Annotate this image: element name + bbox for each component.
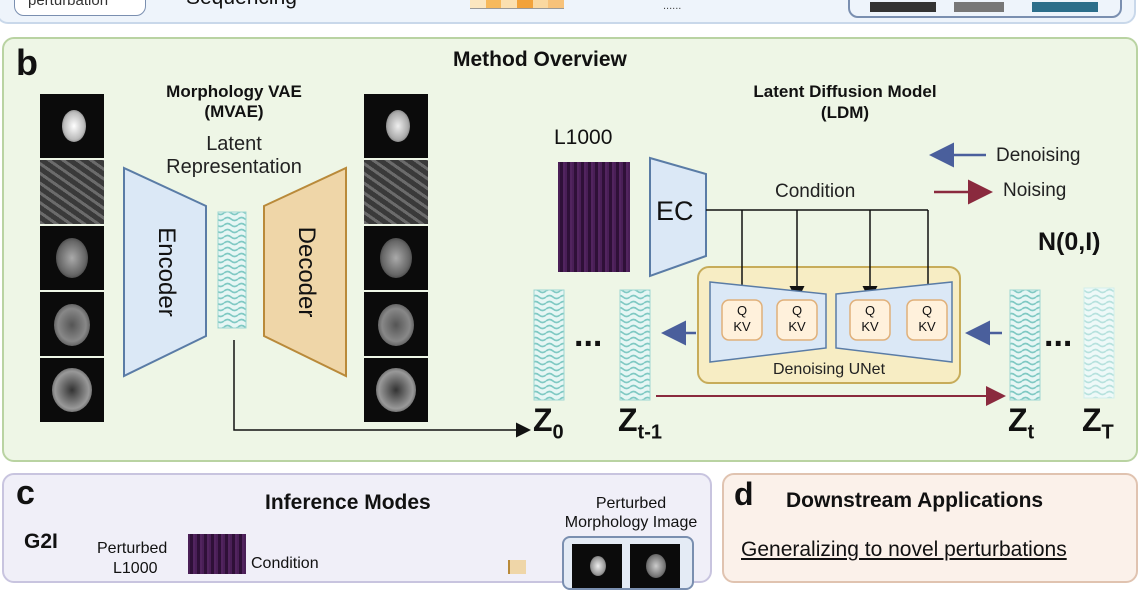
zt-label: Zt: [1008, 402, 1035, 444]
input-cell-image-1: [40, 94, 104, 158]
perturbation-pill: [14, 0, 146, 16]
decoder-shape: [263, 166, 347, 378]
noising-legend-label: Noising: [1003, 180, 1067, 201]
latent-label-2: Representation: [166, 156, 302, 178]
dots-label: ......: [663, 0, 682, 12]
attn-q-3: Q: [864, 303, 876, 318]
attention-block-1: [721, 299, 763, 341]
decoder-hint-shape: [508, 560, 526, 574]
g2i-mode-label: G2I: [24, 530, 58, 553]
ldm-subtitle: (LDM): [820, 103, 870, 122]
panel-d-title: Downstream Applications: [786, 489, 1044, 512]
perturbed-l1000-heatmap: [188, 534, 246, 574]
panel-b-title: Method Overview: [453, 48, 627, 71]
attn-kv-1: KV: [733, 319, 751, 334]
perturbed-l1000-label-1: Perturbed: [97, 540, 168, 557]
encoder-label: Encoder: [153, 227, 180, 317]
attn-kv-3: KV: [861, 319, 879, 334]
heatmap-strip: [470, 0, 565, 9]
attn-kv-4: KV: [918, 319, 936, 334]
latent-zt-column: [1009, 289, 1041, 401]
latent-z0-column: [533, 289, 565, 401]
output-cell-image-3: [364, 226, 428, 290]
l1000-label: L1000: [554, 126, 613, 149]
sequencing-label: Sequencing: [186, 0, 297, 10]
ec-label: EC: [656, 196, 694, 226]
panel-c-condition-label: Condition: [251, 555, 319, 572]
perturbed-image-frame: [562, 536, 694, 590]
mvae-subtitle: (MVAE): [204, 102, 264, 121]
zt1-label: Zt-1: [618, 402, 662, 444]
panel-d-item: Generalizing to novel perturbations: [741, 538, 1067, 561]
latent-label-1: Latent: [206, 133, 262, 155]
ellipsis-right: ...: [1044, 316, 1073, 354]
unet-label: Denoising UNet: [772, 361, 886, 378]
perturbed-l1000-label-2: L1000: [113, 560, 158, 577]
panel-d-letter: d: [734, 476, 754, 512]
output-cell-image-1: [364, 94, 428, 158]
output-cell-image-5: [364, 358, 428, 422]
input-cell-image-3: [40, 226, 104, 290]
perturbed-image-label-1: Perturbed: [595, 495, 667, 512]
input-cell-image-2: [40, 160, 104, 224]
latent-zT-column: [1083, 287, 1115, 399]
attn-kv-2: KV: [788, 319, 806, 334]
attention-block-4: [906, 299, 948, 341]
attention-block-2: [776, 299, 818, 341]
panel-c-letter: c: [16, 474, 35, 512]
output-cell-image-2: [364, 160, 428, 224]
attn-q-1: Q: [736, 303, 748, 318]
ellipsis-left: ...: [574, 316, 603, 354]
l1000-heatmap: [558, 162, 630, 272]
z0-label: Z0: [533, 402, 564, 444]
output-cell-image-4: [364, 292, 428, 356]
mvae-title: Morphology VAE: [166, 82, 302, 101]
ec-shape: [649, 156, 707, 278]
denoising-legend-label: Denoising: [996, 145, 1081, 166]
zT-label: ZT: [1082, 402, 1114, 444]
mvae-latent-column: [217, 211, 247, 329]
encoder-shape: [123, 166, 207, 378]
input-cell-image-4: [40, 292, 104, 356]
ldm-title: Latent Diffusion Model: [753, 82, 937, 101]
diagram-shapes: [123, 142, 1115, 438]
condition-label: Condition: [775, 181, 856, 202]
attn-q-4: Q: [921, 303, 933, 318]
latent-zt1-column: [619, 289, 651, 401]
noise-distribution-label: N(0,I): [1038, 228, 1101, 256]
input-cell-image-5: [40, 358, 104, 422]
top-image-thumbnails: [848, 0, 1122, 18]
perturbed-image-label-2: Morphology Image: [564, 514, 698, 531]
panel-c-title: Inference Modes: [265, 491, 431, 514]
attention-block-3: [849, 299, 891, 341]
panel-b-letter: b: [16, 42, 38, 83]
decoder-label: Decoder: [293, 226, 320, 318]
perturbation-label: perturbation: [28, 0, 109, 9]
attn-q-2: Q: [791, 303, 803, 318]
